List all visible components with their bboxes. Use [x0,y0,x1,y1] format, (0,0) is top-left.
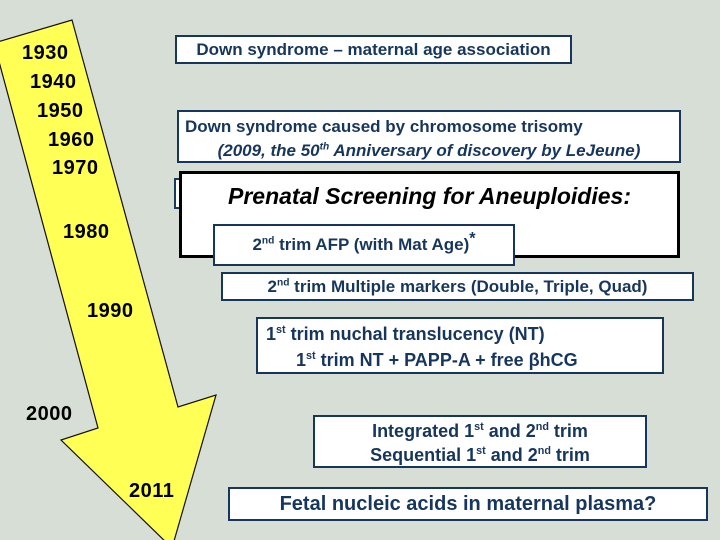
afp-text: 2nd trim AFP (with Mat Age)* [252,230,475,255]
year-label-1930: 1930 [22,42,69,64]
mult-sup: nd [277,276,290,288]
year-label-1990: 1990 [87,300,134,322]
title-text: Down syndrome – maternal age association [196,39,551,59]
year-label-1980: 1980 [63,221,110,243]
prenatal-heading-text: Prenatal Screening for Aneuploidies: [227,183,631,209]
fetal-dna-text: Fetal nucleic acids in maternal plasma? [279,492,657,515]
nt1-p1: 1 [266,324,277,344]
mult-p2: trim Multiple markers (Double, Triple, Q… [289,276,648,296]
trisomy-line1: Down syndrome caused by chromosome triso… [185,117,583,136]
afp-p1: 2 [252,235,262,254]
sequential-line: Sequential 1st and 2nd trim [315,443,645,467]
int-p2: and 2 [483,421,536,441]
multiple-markers-box: 2nd trim Multiple markers (Double, Tripl… [221,272,694,301]
nt-box: 1st trim nuchal translucency (NT) 1st tr… [256,317,664,374]
seq-s1: st [476,445,486,457]
afp-box: 2nd trim AFP (with Mat Age)* [213,224,515,266]
nt2-p2: trim NT + PAPP-A + free βhCG [315,350,578,370]
integrated-line: Integrated 1st and 2nd trim [315,419,645,443]
trisomy-line2-rest: Anniversary of discovery by LeJeune) [329,141,641,160]
integrated-sequential-box: Integrated 1st and 2nd trim Sequential 1… [313,415,647,468]
year-label-2011: 2011 [129,480,175,502]
trisomy-line2: (2009, the 50th Anniversary of discovery… [179,139,679,163]
seq-p1: Sequential 1 [370,445,477,465]
year-label-1940: 1940 [30,71,77,93]
nt-line1: 1st trim nuchal translucency (NT) [258,321,662,347]
nt1-p2: trim nuchal translucency (NT) [285,324,545,344]
timeline-arrow-shape [0,19,217,540]
mult-p1: 2 [267,276,277,296]
fetal-dna-box: Fetal nucleic acids in maternal plasma? [228,487,708,521]
nt-line2: 1st trim NT + PAPP-A + free βhCG [258,347,662,373]
int-p1: Integrated 1 [372,421,475,441]
nt1-sup: st [276,324,286,336]
multiple-markers-text: 2nd trim Multiple markers (Double, Tripl… [268,277,648,297]
year-label-1950: 1950 [37,100,84,122]
afp-p2: trim AFP (with Mat Age) [274,235,470,254]
year-label-1970: 1970 [52,157,99,179]
year-label-1960: 1960 [48,129,95,151]
int-s2: nd [535,421,549,433]
trisomy-line2-sup: th [319,141,330,153]
seq-p2: and 2 [485,445,538,465]
afp-asterisk: * [469,229,476,248]
nt2-p1: 1 [296,350,307,370]
year-label-2000: 2000 [26,403,73,425]
afp-sup: nd [261,235,275,247]
title-box: Down syndrome – maternal age association [175,35,572,64]
seq-p3: trim [550,445,590,465]
nt2-sup: st [306,350,316,362]
int-p3: trim [548,421,588,441]
int-s1: st [474,421,484,433]
trisomy-box: Down syndrome caused by chromosome triso… [177,110,681,163]
trisomy-line2-text: (2009, the 50 [217,141,320,160]
seq-s2: nd [537,445,551,457]
